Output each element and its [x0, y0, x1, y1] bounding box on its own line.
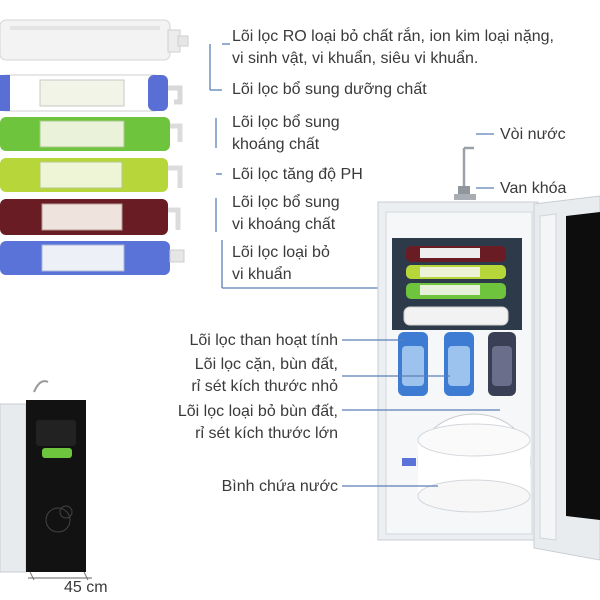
label-valve: Van khóa: [500, 180, 567, 197]
label-width: 45 cm: [64, 579, 108, 596]
cabinet: [377, 146, 600, 561]
label-micro-line1: Lõi lọc bổ sung: [232, 194, 340, 211]
right-leader-lines: [342, 133, 500, 487]
label-sediment-large-line1: Lõi lọc loại bỏ bùn đất,: [177, 403, 338, 420]
mini-purifier: [0, 380, 92, 581]
label-bacteria-line2: vi khuẩn: [232, 266, 292, 283]
label-bacteria-line1: Lõi lọc loại bỏ: [232, 244, 330, 261]
label-sediment-large-line2: rỉ sét kích thước lớn: [195, 425, 338, 442]
label-faucet: Vòi nước: [500, 126, 566, 143]
label-tank: Bình chứa nước: [221, 478, 338, 495]
cartridge-alkaline: [0, 158, 183, 192]
label-micro-line2: vi khoáng chất: [232, 216, 336, 233]
label-sediment-small-line2: rỉ sét kích thước nhỏ: [191, 378, 338, 395]
label-nutrient: Lõi lọc bổ sung dưỡng chất: [232, 81, 427, 98]
cartridge-nano: [0, 241, 185, 275]
cartridge-ro: [0, 19, 189, 61]
label-ro-line1: Lõi lọc RO loại bỏ chất rắn, ion kim loạ…: [232, 28, 554, 45]
label-carbon: Lõi lọc than hoạt tính: [189, 332, 338, 349]
label-ro-line2: vi sinh vật, vi khuẩn, siêu vi khuẩn.: [232, 50, 479, 67]
cartridge-orp: [0, 74, 183, 112]
label-mineral-line1: Lõi lọc bổ sung: [232, 114, 340, 131]
label-sediment-small-line1: Lõi lọc cặn, bùn đất,: [194, 356, 338, 373]
cartridge-ceramic: [0, 199, 181, 235]
cartridge-mineral: [0, 117, 183, 151]
label-ph: Lõi lọc tăng độ PH: [232, 166, 363, 183]
label-mineral-line2: khoáng chất: [232, 136, 320, 153]
